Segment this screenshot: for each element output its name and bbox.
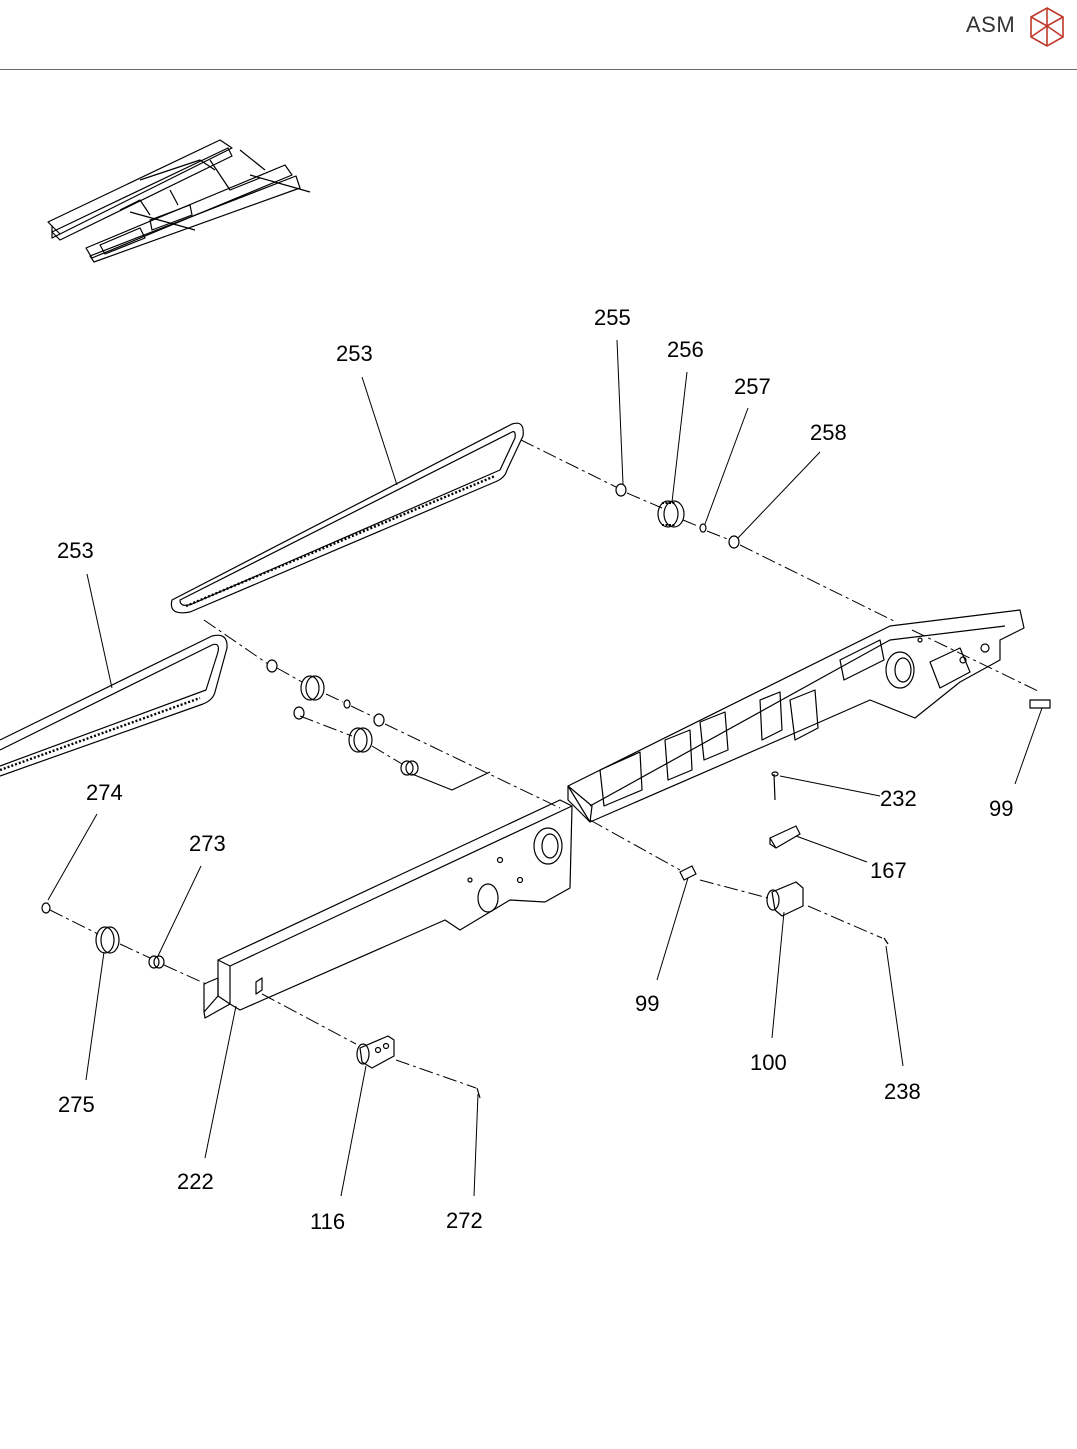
callout-232: 232: [880, 786, 917, 811]
front-frame-rail: [204, 800, 572, 1018]
callout-256: 256: [667, 337, 704, 362]
callout-275: 275: [58, 1092, 95, 1117]
rear-frame-rail: [568, 610, 1024, 822]
gear-256: [658, 501, 684, 527]
callout-274: 274: [86, 780, 123, 805]
callout-253-lower: 253: [57, 538, 94, 563]
front-drive-hardware: [267, 660, 490, 790]
tensioner-bracket: [357, 1036, 480, 1098]
rear-drive-hardware: [616, 484, 739, 548]
callout-222: 222: [177, 1169, 214, 1194]
timing-belt-upper: [171, 423, 523, 613]
callout-253-upper: 253: [336, 341, 373, 366]
callout-99-front: 99: [635, 991, 659, 1016]
assembly-axis-lines: [50, 440, 1040, 1088]
timing-belt-lower: [0, 635, 227, 776]
callout-100: 100: [750, 1050, 787, 1075]
callout-272: 272: [446, 1208, 483, 1233]
callout-99-rear: 99: [989, 796, 1013, 821]
leader-lines: [48, 340, 1042, 1196]
callout-167: 167: [870, 858, 907, 883]
callout-273: 273: [189, 831, 226, 856]
callout-255: 255: [594, 305, 631, 330]
callout-258: 258: [810, 420, 847, 445]
right-hardware: [680, 700, 1050, 944]
callout-116: 116: [310, 1209, 345, 1234]
callout-238: 238: [884, 1079, 921, 1104]
callout-257: 257: [734, 374, 771, 399]
part-callouts: 255 256 257 258 253 253 274 273 275 222 …: [57, 305, 1013, 1234]
overview-thumbnail: [48, 140, 310, 262]
